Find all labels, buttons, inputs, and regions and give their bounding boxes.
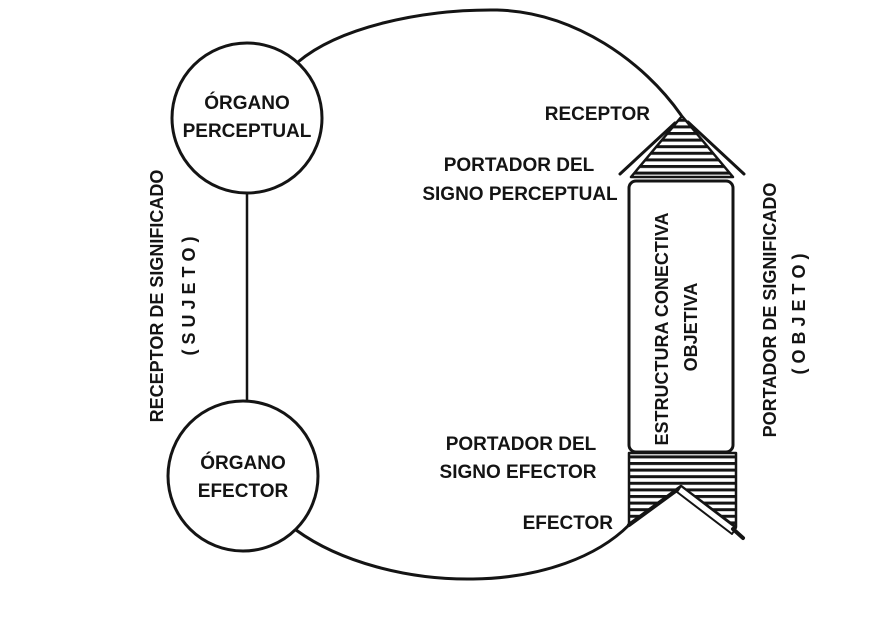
portador-signo-perceptual-line1: PORTADOR DEL	[444, 155, 595, 176]
connective-structure-shaft	[627, 179, 735, 454]
circle-top-arc	[296, 8, 683, 117]
organo-perceptual-circle	[170, 41, 324, 195]
arrowhead-left-flare	[618, 121, 677, 176]
arrowhead-right-flare	[686, 120, 746, 176]
organo-efector-circle	[166, 399, 320, 553]
organo-efector-label-line1: ÓRGANO	[200, 452, 286, 474]
circle-bottom-arc	[294, 523, 631, 581]
organo-perceptual-label-line2: PERCEPTUAL	[183, 121, 312, 142]
organo-perceptual-label-line1: ÓRGANO	[204, 92, 290, 114]
efector-label: EFECTOR	[523, 513, 614, 534]
object-vertical-label-line2: ( O B J E T O )	[789, 253, 809, 374]
arrow-tail-left-edge	[627, 485, 683, 527]
object-vertical-label-line1: PORTADOR DE SIGNIFICADO	[760, 183, 780, 438]
connective-structure-label-line2: OBJETIVA	[681, 283, 701, 372]
arrowhead-triangle	[629, 114, 735, 179]
subject-vertical-label-line2: ( S U J E T O )	[179, 236, 199, 355]
organo-efector-label-line2: EFECTOR	[198, 481, 289, 502]
portador-signo-efector-line2: SIGNO EFECTOR	[440, 462, 597, 483]
arc-end-hook	[731, 527, 745, 540]
portador-signo-perceptual-line2: SIGNO PERCEPTUAL	[422, 184, 618, 205]
receptor-label: RECEPTOR	[545, 104, 651, 125]
portador-signo-efector-line1: PORTADOR DEL	[446, 434, 597, 455]
subject-vertical-label-line1: RECEPTOR DE SIGNIFICADO	[147, 170, 167, 423]
arc-through-tail-band	[676, 485, 737, 535]
connective-structure-label-line1: ESTRUCTURA CONECTIVA	[652, 213, 672, 446]
